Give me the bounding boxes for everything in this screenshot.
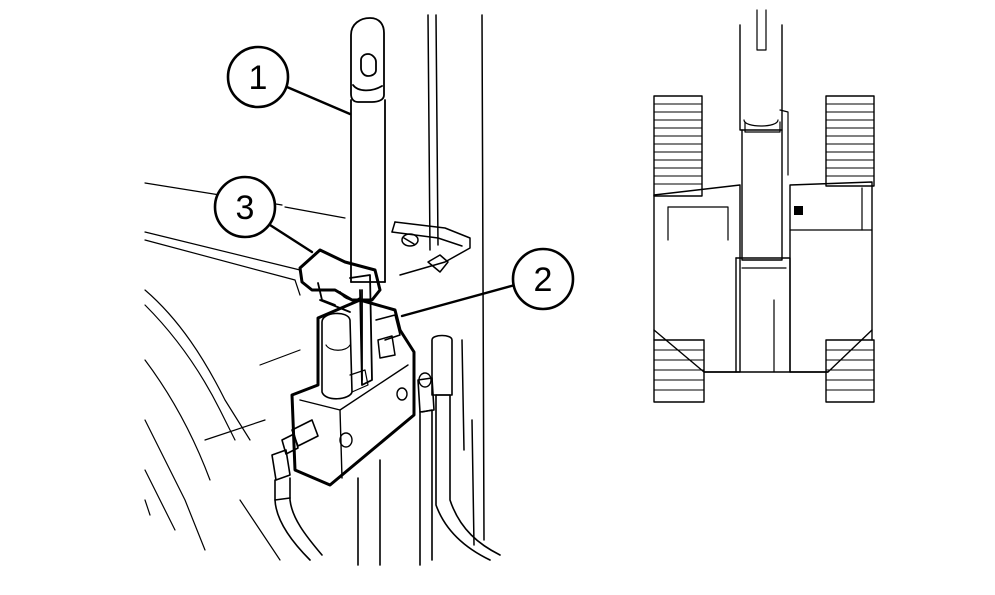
callout-3: 3 <box>213 175 277 239</box>
upper-structure <box>653 181 873 373</box>
boom <box>735 9 791 373</box>
right-track <box>825 95 875 403</box>
valve-block <box>290 298 432 487</box>
left-track <box>653 95 705 403</box>
hydraulic-valve-illustration <box>144 14 517 566</box>
side-fitting <box>375 314 401 359</box>
callout-2-label: 2 <box>534 261 553 299</box>
right-hoses <box>357 334 501 566</box>
excavator-top-view-illustration <box>653 9 875 403</box>
callout-1-label: 1 <box>249 59 268 97</box>
left-hose <box>271 419 323 561</box>
callout-1: 1 <box>226 45 290 109</box>
mounting-bracket <box>391 221 471 276</box>
lever <box>350 17 386 283</box>
background-panel <box>144 182 346 561</box>
frame-post <box>427 14 485 546</box>
leader-lines <box>268 85 517 318</box>
callout-3-label: 3 <box>236 189 255 227</box>
location-marker-icon <box>794 206 803 215</box>
lock-latch <box>298 248 382 386</box>
callout-2: 2 <box>511 247 575 311</box>
